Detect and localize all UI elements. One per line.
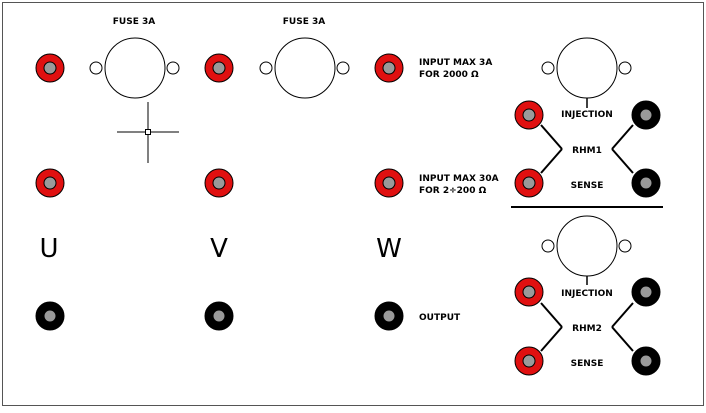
rhm1-injection-label: INJECTION: [561, 110, 613, 120]
fuse-label-2: FUSE 3A: [283, 17, 325, 27]
terminal-u-output[interactable]: [35, 301, 65, 331]
terminal-w-output[interactable]: [374, 301, 404, 331]
input-30a-label-line1: INPUT MAX 30A: [419, 174, 499, 184]
terminal-v-input-30a[interactable]: [204, 168, 234, 198]
phase-label-v: V: [210, 234, 228, 264]
rhm2-injection-black-terminal[interactable]: [631, 277, 661, 307]
rhm2-injection-red-terminal[interactable]: [514, 277, 544, 307]
rhm2-sense-black-terminal[interactable]: [631, 346, 661, 376]
terminal-v-input-3a[interactable]: [204, 53, 234, 83]
rhm2-injection-label: INJECTION: [561, 289, 613, 299]
fuse-holder-2[interactable]: [259, 37, 350, 99]
phase-label-u: U: [39, 234, 58, 264]
rhm2-fuse-holder[interactable]: [541, 215, 632, 277]
terminal-u-input-3a[interactable]: [35, 53, 65, 83]
fuse-holder-1[interactable]: [89, 37, 180, 99]
rhm1-sense-red-terminal[interactable]: [514, 168, 544, 198]
terminal-u-input-30a[interactable]: [35, 168, 65, 198]
fuse-label-1: FUSE 3A: [113, 17, 155, 27]
input-3a-label-line1: INPUT MAX 3A: [419, 58, 492, 68]
terminal-v-output[interactable]: [204, 301, 234, 331]
output-label: OUTPUT: [419, 313, 461, 323]
input-30a-label-line2: FOR 2÷200 Ω: [419, 186, 487, 196]
rhm1-sense-label: SENSE: [571, 181, 604, 191]
rhm1-sense-black-terminal[interactable]: [631, 168, 661, 198]
rhm1-name-label: RHM1: [572, 146, 602, 156]
rhm1-fuse-holder[interactable]: [541, 37, 632, 99]
rhm2-sense-label: SENSE: [571, 359, 604, 369]
terminal-w-input-30a[interactable]: [374, 168, 404, 198]
rhm2-module: INJECTION RHM2 SENSE: [514, 215, 661, 376]
panel-border: [2, 2, 704, 406]
input-3a-label-line2: FOR 2000 Ω: [419, 70, 479, 80]
crosshair-icon: [117, 102, 179, 163]
phase-label-w: W: [376, 234, 402, 264]
rhm1-injection-black-terminal[interactable]: [631, 100, 661, 130]
rhm2-name-label: RHM2: [572, 324, 602, 334]
terminal-w-input-3a[interactable]: [374, 53, 404, 83]
rhm1-module: INJECTION RHM1 SENSE: [514, 37, 661, 198]
rhm2-sense-red-terminal[interactable]: [514, 346, 544, 376]
rhm1-injection-red-terminal[interactable]: [514, 100, 544, 130]
